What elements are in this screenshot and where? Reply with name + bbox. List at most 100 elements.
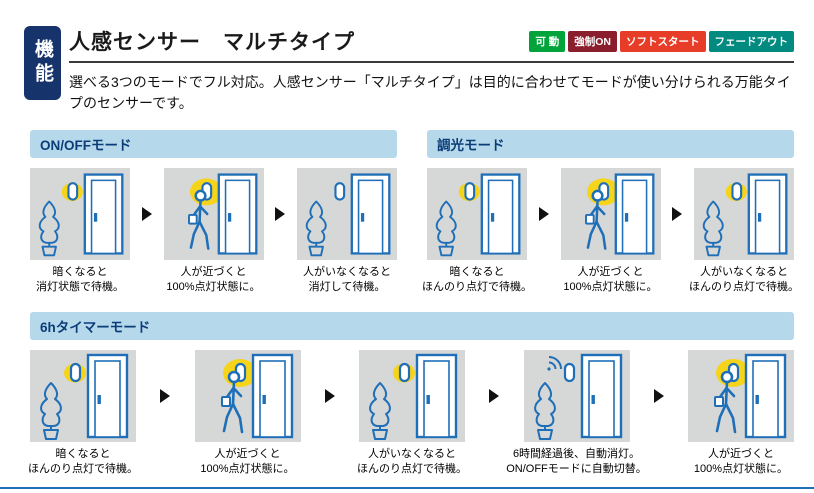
door — [747, 173, 788, 255]
feature-badge: フェードアウト — [708, 30, 794, 52]
step-caption: 人が近づくと 100%点灯状態に。 — [166, 266, 261, 294]
feature-badge: 可 動 — [529, 30, 566, 52]
scene-illustration — [30, 349, 136, 442]
next-arrow-icon — [141, 207, 152, 221]
step-caption: 人がいなくなると ほんのり点灯で待機。 — [689, 266, 799, 294]
wall-lamp-icon — [69, 362, 82, 382]
door-handle — [93, 213, 98, 222]
wall-lamp-icon — [464, 182, 476, 201]
bag — [187, 214, 198, 225]
door-handle — [591, 394, 595, 404]
door-handle — [755, 394, 759, 404]
mode-steps: 暗くなると ほんのり点灯で待機。 — [28, 349, 794, 478]
door — [614, 173, 654, 255]
step-caption: 人が近づくと 100%点灯状態に。 — [563, 266, 658, 294]
scene-illustration — [30, 168, 130, 260]
door-handle — [490, 213, 495, 222]
scene-illustration — [427, 168, 527, 260]
function-tab-label: 機能 — [32, 39, 53, 87]
mode-title-onoff: ON/OFFモード — [30, 130, 397, 158]
auto-switch-signal-icon — [546, 355, 562, 371]
mode-step: 人が近づくと 100%点灯状態に。 — [194, 349, 301, 478]
door-handle — [97, 394, 101, 404]
mode-section-onoff: ON/OFFモード — [30, 130, 397, 296]
mode-step: 6時間経過後、自動消灯。 ON/OFFモードに自動切替。 — [506, 349, 647, 478]
step-caption: 暗くなると ほんのり点灯で待機。 — [422, 266, 532, 294]
page-description: 選べる3つのモードでフル対応。人感センサー「マルチタイプ」は目的に合わせてモード… — [69, 74, 791, 111]
scene-illustration — [523, 349, 630, 442]
bag — [220, 395, 231, 407]
mode-step: 人がいなくなると ほんのり点灯で待機。 — [357, 349, 467, 478]
function-tab: 機能 — [24, 26, 61, 100]
scene-illustration — [359, 349, 465, 442]
mode-section-dimming: 調光モード — [422, 130, 799, 296]
bottom-rule — [0, 487, 814, 489]
feature-badge: ソフトスタート — [620, 30, 706, 52]
door — [580, 353, 622, 438]
door-handle — [360, 213, 365, 222]
mode-step: 暗くなると ほんのり点灯で待機。 — [422, 168, 532, 296]
mode-step: 人が近づくと 100%点灯状態に。 — [688, 349, 794, 478]
bag — [584, 214, 595, 225]
door-handle — [426, 394, 430, 404]
tree — [305, 200, 327, 257]
tree — [38, 200, 60, 257]
scene-illustration — [194, 349, 301, 442]
mode-step: 暗くなると ほんのり点灯で待機。 — [28, 349, 138, 478]
door — [86, 353, 129, 438]
next-arrow-icon — [672, 207, 683, 221]
door-handle — [624, 213, 628, 222]
mode-step: 人が近づくと 100%点灯状態に。 — [560, 168, 661, 296]
door-handle — [262, 394, 266, 404]
mode-step: 人が近づくと 100%点灯状態に。 — [163, 168, 264, 296]
step-caption: 人が近づくと 100%点灯状態に。 — [200, 447, 295, 476]
wall-lamp-icon — [334, 182, 346, 201]
door — [744, 353, 787, 438]
next-arrow-icon — [160, 388, 171, 403]
person-figure — [187, 189, 209, 250]
next-arrow-icon — [653, 388, 664, 403]
door — [217, 173, 257, 255]
scene-illustration — [297, 168, 397, 260]
step-caption: 人がいなくなると 消灯して待機。 — [303, 266, 391, 294]
step-caption: 暗くなると 消灯状態で待機。 — [36, 266, 124, 294]
mode-section-6h-timer: 6hタイマーモード — [28, 311, 794, 478]
tree — [702, 200, 724, 257]
wall-lamp-icon — [67, 182, 79, 201]
feature-badge: 強制ON — [568, 30, 617, 52]
scene-illustration — [560, 168, 661, 260]
door — [350, 173, 391, 255]
step-caption: 6時間経過後、自動消灯。 ON/OFFモードに自動切替。 — [506, 447, 647, 476]
page-title: 人感センサー マルチタイプ — [69, 31, 355, 54]
mode-step: 人がいなくなると ほんのり点灯で待機。 — [689, 168, 799, 296]
door — [83, 173, 124, 255]
mode-title-6h-timer: 6hタイマーモード — [30, 311, 794, 340]
modes-row: ON/OFFモード — [30, 130, 799, 296]
door — [480, 173, 521, 255]
next-arrow-icon — [275, 207, 286, 221]
door — [415, 353, 458, 438]
step-caption: 人がいなくなると ほんのり点灯で待機。 — [357, 447, 467, 476]
tree — [369, 381, 391, 440]
door-handle — [757, 213, 762, 222]
mode-step: 人がいなくなると 消灯して待機。 — [297, 168, 397, 296]
person-figure — [714, 370, 737, 434]
bag — [714, 395, 724, 407]
mode-steps: 暗くなると 消灯状態で待機。 — [30, 168, 397, 296]
step-caption: 暗くなると ほんのり点灯で待機。 — [28, 447, 138, 476]
mode-step: 暗くなると 消灯状態で待機。 — [30, 168, 130, 296]
door — [251, 353, 293, 438]
person-figure — [220, 370, 243, 434]
wall-lamp-icon — [398, 362, 411, 382]
mode-title-dimming: 調光モード — [427, 130, 794, 158]
mode-steps: 暗くなると ほんのり点灯で待機。 — [422, 168, 799, 296]
scene-illustration — [688, 349, 794, 442]
wall-lamp-icon — [731, 182, 743, 201]
scene-illustration — [163, 168, 264, 260]
next-arrow-icon — [489, 388, 500, 403]
